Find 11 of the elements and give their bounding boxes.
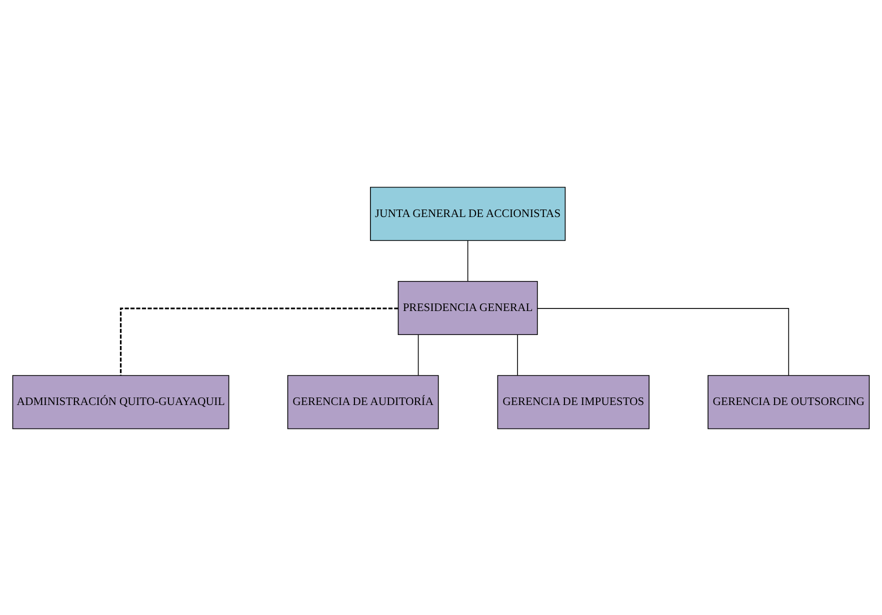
node-box: GERENCIA DE OUTSORCING: [708, 374, 870, 429]
node-box: GERENCIA DE AUDITORÍA: [287, 374, 439, 429]
connector: [467, 240, 468, 282]
node-box: PRESIDENCIA GENERAL: [398, 280, 538, 335]
node-box: ADMINISTRACIÓN QUITO-GUAYAQUIL: [12, 374, 230, 429]
node-box: JUNTA GENERAL DE ACCIONISTAS: [370, 186, 566, 240]
connector: [517, 334, 518, 376]
connector: [418, 334, 419, 376]
node-box: GERENCIA DE IMPUESTOS: [497, 374, 650, 429]
connector: [120, 307, 398, 376]
connector: [537, 308, 790, 376]
